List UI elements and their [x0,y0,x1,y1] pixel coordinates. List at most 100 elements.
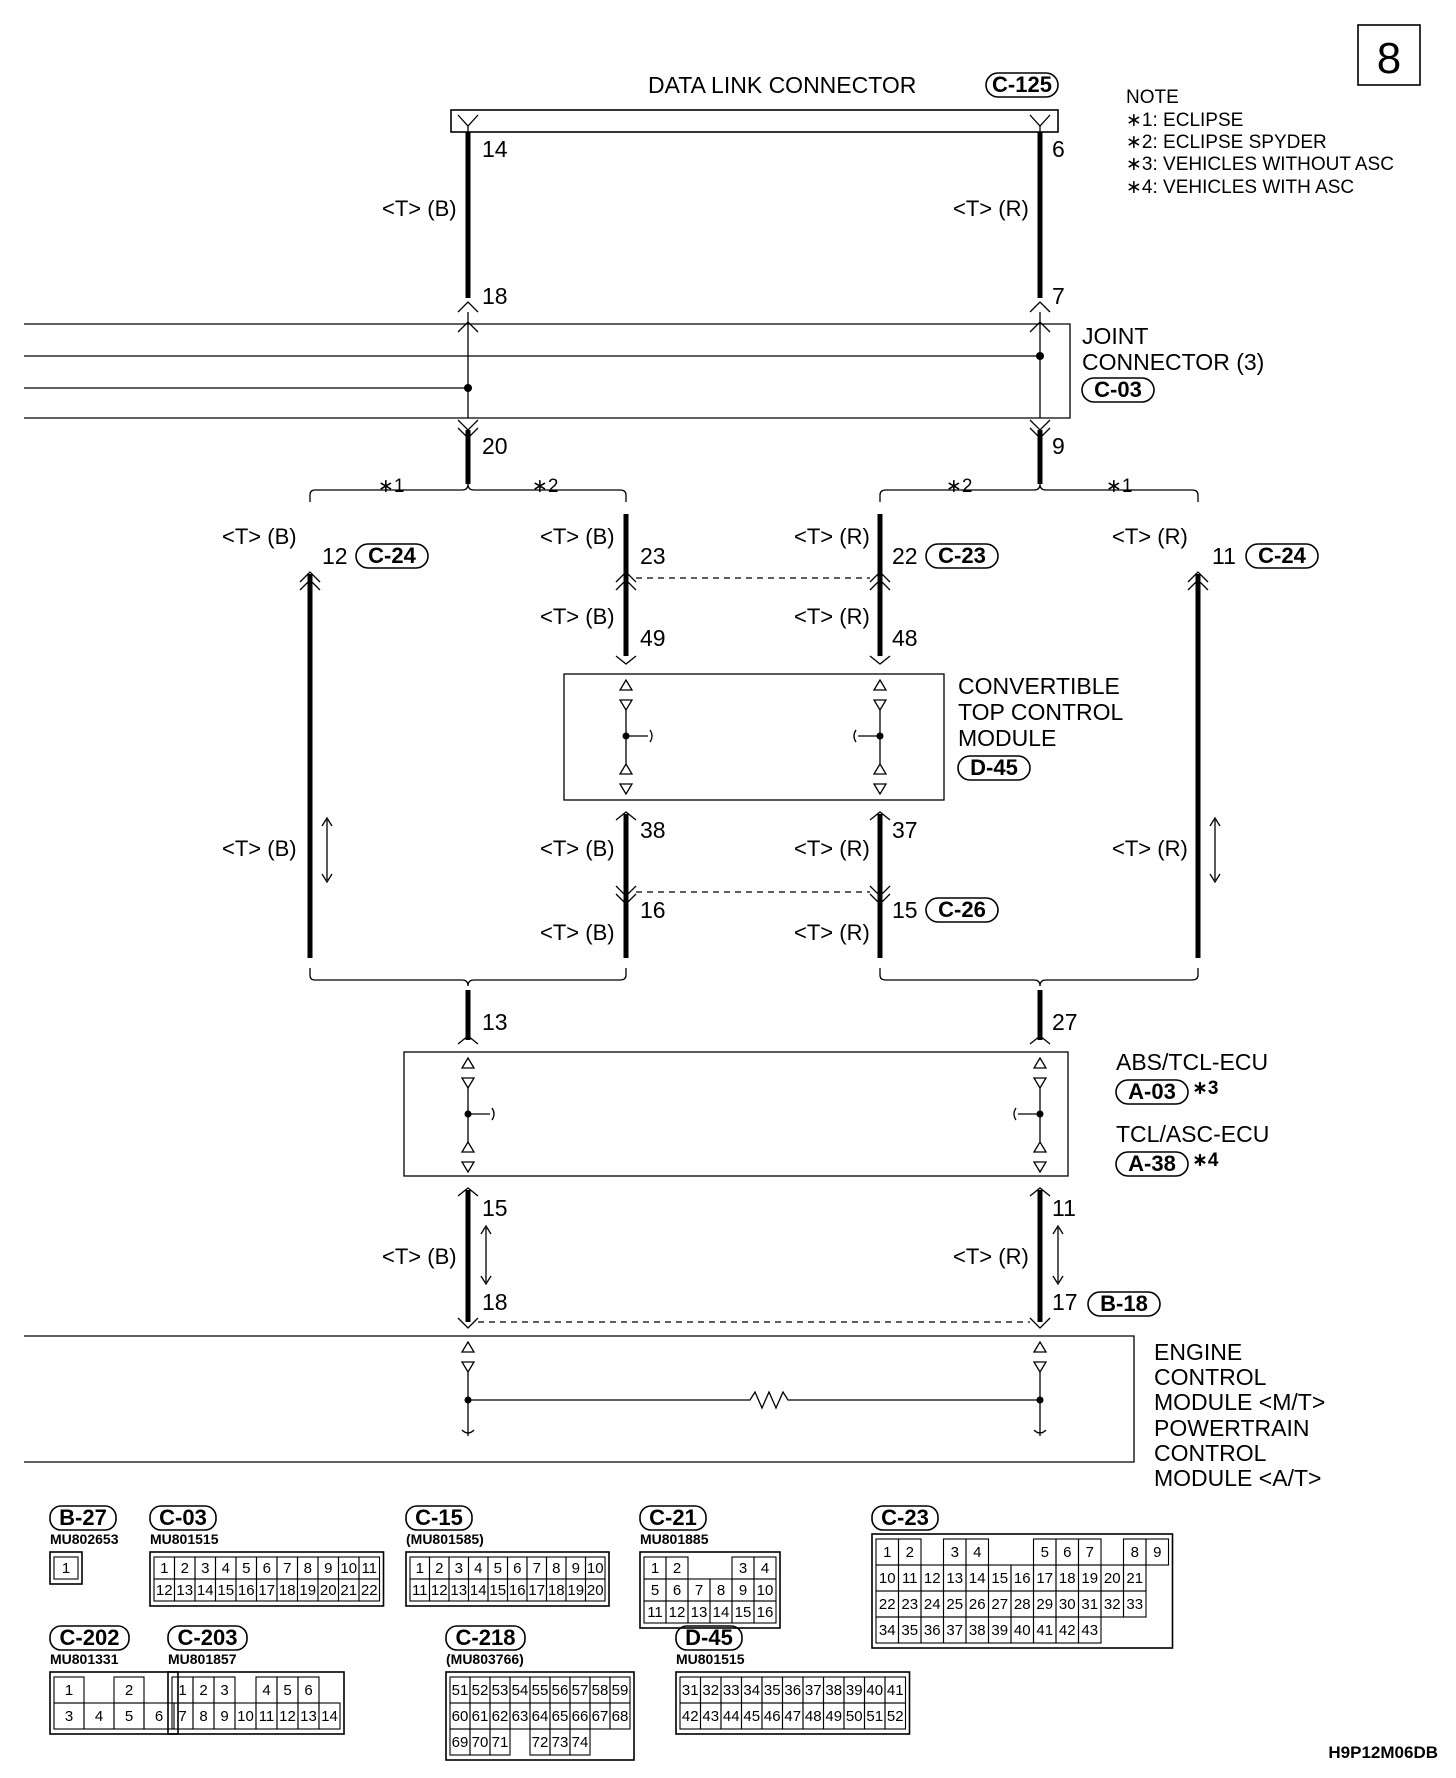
connector-pin-number: 6 [155,1708,163,1725]
connector-part-number: MU801515 [676,1651,745,1667]
connector-pin-number: 1 [651,1560,659,1577]
connector-view-id: C-15 [415,1505,463,1530]
connector-cavity [884,1702,907,1730]
svg-text:<T> (B): <T> (B) [540,836,615,861]
connector-pin-number: 43 [1081,1622,1098,1639]
svg-text:<T> (R): <T> (R) [794,920,870,945]
connector-pin-number: 60 [452,1708,469,1725]
connector-pin-number: 6 [513,1560,521,1577]
connector-pin-number: 12 [156,1582,173,1599]
svg-text:17: 17 [1052,1289,1078,1315]
note-item-3: ∗3: VEHICLES WITHOUT ASC [1126,154,1394,175]
connector-id-frame [49,1625,130,1651]
connector-pin-number: 38 [969,1622,986,1639]
connector-pin-number: 29 [1036,1596,1053,1613]
connector-pin-number: 62 [492,1708,509,1725]
svg-text:<T> (B): <T> (B) [540,524,615,549]
svg-text:A-38: A-38 [1128,1151,1176,1176]
connector-pin-number: 19 [567,1582,584,1599]
connector-pin-number: 4 [761,1560,769,1577]
connector-pin-number: 43 [702,1708,719,1725]
connector-pin-number: 18 [1059,1570,1076,1587]
engine-control-module-label: ENGINE CONTROL MODULE <M/T> POWERTRAIN C… [1154,1339,1325,1491]
connector-pin-number: 14 [197,1582,214,1599]
svg-text:<T> (B): <T> (B) [382,1244,457,1269]
svg-text:ENGINE: ENGINE [1154,1339,1242,1365]
connector-face [675,1671,911,1735]
svg-text:MODULE <M/T>: MODULE <M/T> [1154,1389,1325,1415]
svg-text:15: 15 [892,897,918,923]
connector-pin-number: 74 [572,1734,589,1751]
note-title: NOTE [1126,87,1179,108]
connector-pin-number: 50 [846,1708,863,1725]
connector-pin-number: 54 [512,1682,529,1699]
connector-pin-number: 20 [587,1582,604,1599]
connector-pin-number: 46 [764,1708,781,1725]
svg-text:<T> (R): <T> (R) [953,1244,1029,1269]
connector-pin-number: 21 [340,1582,357,1599]
svg-text:MODULE <A/T>: MODULE <A/T> [1154,1465,1321,1491]
note-item-2: ∗2: ECLIPSE SPYDER [1126,132,1327,153]
svg-text:<T> (R): <T> (R) [794,524,870,549]
connector-part-number: MU802653 [50,1531,119,1547]
svg-text:TOP CONTROL: TOP CONTROL [958,699,1123,725]
connector-id-frame [167,1625,248,1651]
connector-pin-number: 28 [1014,1596,1031,1613]
svg-text:<T> (B): <T> (B) [382,196,457,221]
connector-id-frame [445,1625,526,1651]
connector-pin-number: 20 [320,1582,337,1599]
svg-text:<T> (B): <T> (B) [222,836,297,861]
connector-pin-number: 40 [1014,1622,1031,1639]
connector-pin-number: 15 [991,1570,1008,1587]
joint-connector-label: JOINT CONNECTOR (3) [1082,323,1264,375]
connector-pin-number: 59 [612,1682,629,1699]
connector-view-id: C-23 [881,1505,929,1530]
connector-cavity [753,1600,777,1624]
connector-cavity [53,1556,79,1580]
connector-pin-number: 26 [969,1596,986,1613]
svg-text:49: 49 [640,625,666,651]
connector-part-number: MU801331 [50,1651,119,1667]
connector-pin-number: 6 [263,1560,271,1577]
connector-pin-number: 23 [901,1596,918,1613]
connector-face [167,1671,345,1735]
connector-pin-number: 3 [220,1682,228,1699]
connector-pin-number: 13 [946,1570,963,1587]
connector-pin-number: 63 [512,1708,529,1725]
connector-pin-number: 33 [723,1682,740,1699]
connector-pin-number: 10 [340,1560,357,1577]
connector-view-id: D-45 [685,1625,733,1650]
connector-part-number: MU801515 [150,1531,219,1547]
connector-pin-number: 12 [431,1582,448,1599]
connector-pin-number: 11 [412,1582,428,1599]
connector-pin-number: 52 [472,1682,489,1699]
connector-id-frame [49,1505,117,1531]
svg-text:CONVERTIBLE: CONVERTIBLE [958,673,1120,699]
connector-pin-number: 22 [879,1596,896,1613]
joint-connector-id: C-03 [1094,377,1142,402]
connector-pin-number: 38 [825,1682,842,1699]
svg-text:A-03: A-03 [1128,1079,1176,1104]
connector-face [639,1551,781,1629]
connector-pin-number: 8 [552,1560,560,1577]
connector-pin-number: 9 [220,1708,228,1725]
svg-text:C-24: C-24 [1258,543,1306,568]
svg-text:JOINT: JOINT [1082,323,1148,349]
svg-text:∗4: ∗4 [1192,1150,1219,1171]
connector-id-frame [405,1505,473,1531]
svg-text:<T> (R): <T> (R) [953,196,1029,221]
connector-pin-number: 61 [472,1708,489,1725]
connector-pin-number: 65 [552,1708,569,1725]
connector-part-number: (MU801585) [406,1531,484,1547]
connector-pin-number: 12 [279,1708,296,1725]
svg-text:7: 7 [1052,283,1065,309]
svg-text:9: 9 [1052,433,1065,459]
svg-text:6: 6 [1052,136,1065,162]
svg-text:∗1: ∗1 [1106,476,1133,497]
connector-pin-number: 4 [973,1544,981,1561]
convertible-top-control-module-label: CONVERTIBLE TOP CONTROL MODULE [958,673,1123,751]
diagram-code: H9P12M06DB [1328,1743,1438,1762]
connector-pin-number: 16 [509,1582,526,1599]
note-item-1: ∗1: ECLIPSE [1126,110,1243,131]
connector-pin-number: 16 [757,1604,774,1621]
